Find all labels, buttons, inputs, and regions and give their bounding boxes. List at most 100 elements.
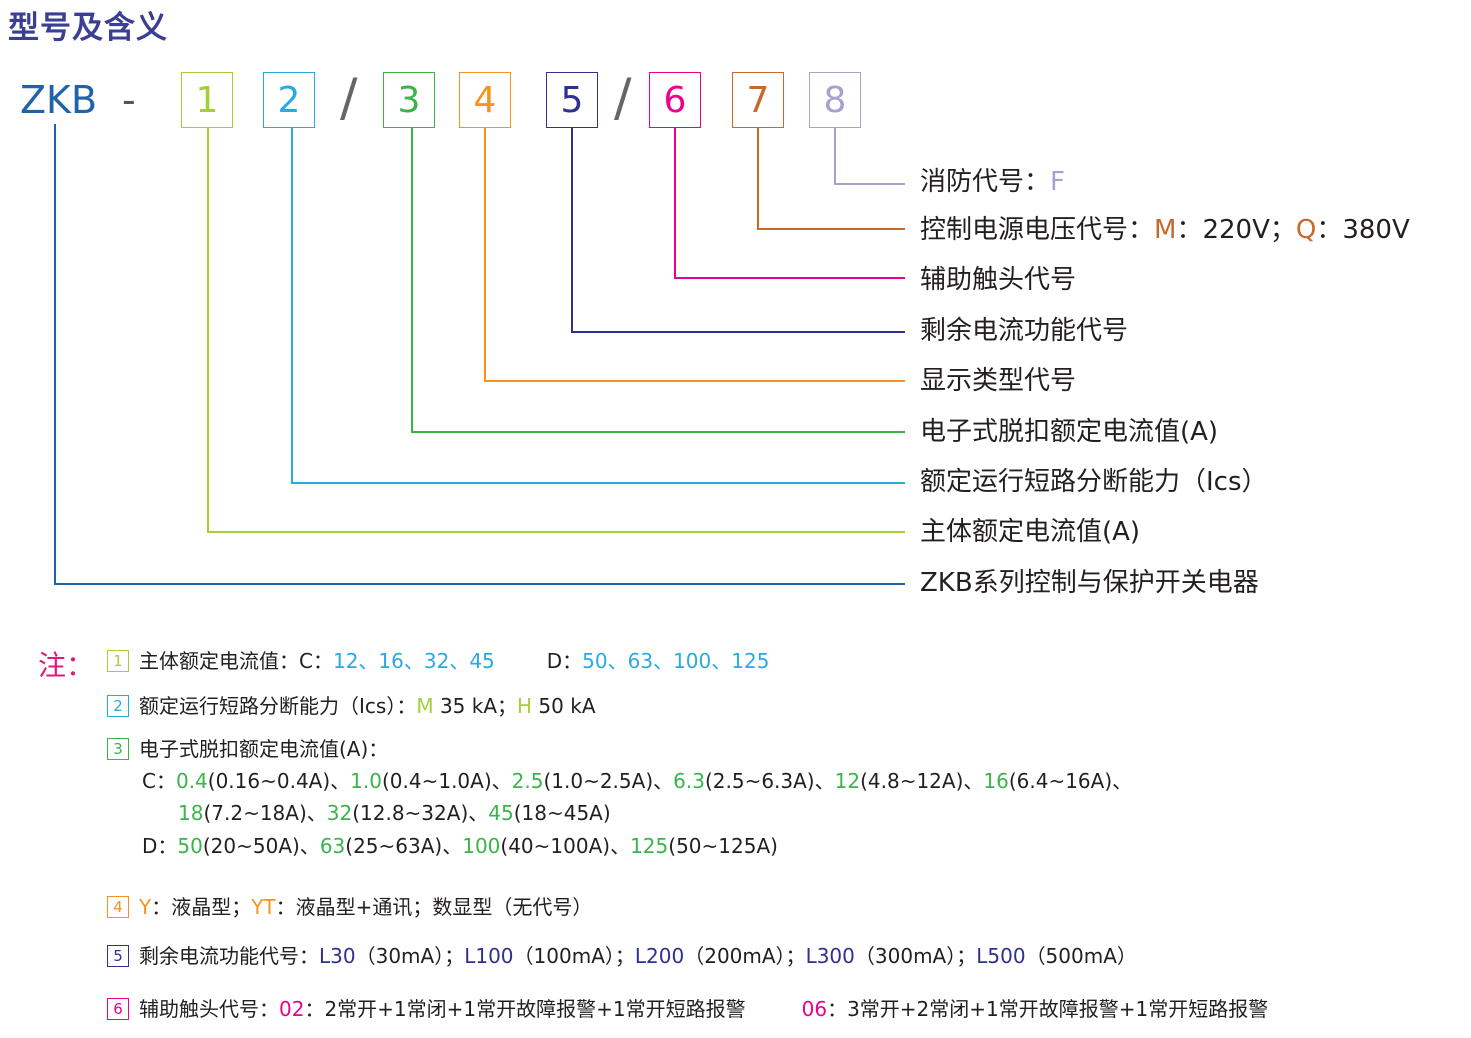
note-3-d-value: 50 (177, 834, 203, 858)
desc-7-text-q: ：380V (1316, 215, 1410, 245)
note-3-c-range: (18~45A) (513, 801, 611, 825)
desc-1: 主体额定电流值(A) (920, 517, 1141, 547)
note-5-value: （500mA） (1025, 944, 1137, 968)
desc-8-code: F (1050, 167, 1065, 197)
note-6-text-02: ：2常开+1常闭+1常开故障报警+1常开短路报警 (304, 997, 746, 1021)
note-5-value: （200mA）； (684, 944, 806, 968)
model-prefix: ZKB (20, 78, 98, 122)
note-3-d-range: (50~125A) (668, 834, 778, 858)
code-box-1: 1 (181, 72, 233, 128)
note-5-value: （30mA）； (355, 944, 465, 968)
connector-5 (571, 128, 905, 333)
note-1-c-values: 12、16、32、45 (332, 649, 495, 673)
desc-7-code-q: Q (1295, 215, 1317, 245)
note-6-code-02: 02 (279, 997, 305, 1021)
page-title: 型号及含义 (8, 10, 168, 46)
note-3-c-label: C： (142, 769, 176, 793)
note-3-c-range: (0.4~1.0A)、 (381, 769, 512, 793)
code-box-number: 7 (746, 79, 770, 121)
note-1-badge: 1 (107, 650, 129, 672)
connector-lines (54, 124, 905, 585)
note-3-d-value: 125 (630, 834, 669, 858)
model-separator-2: / (614, 68, 632, 128)
code-box-8: 8 (809, 72, 861, 128)
connector-6 (674, 128, 905, 279)
note-2-badge: 2 (107, 695, 129, 717)
code-box-number: 1 (195, 79, 219, 121)
note-5-code: L200 (634, 944, 685, 968)
note-3-c-value: 1.0 (350, 769, 382, 793)
note-4-code-yt: YT (251, 895, 276, 919)
desc-5: 剩余电流功能代号 (920, 316, 1129, 346)
note-3-c-range: (0.16~0.4A)、 (207, 769, 351, 793)
note-3-c-range: (12.8~32A)、 (352, 801, 489, 825)
note-3-d-line: D：50(20~50A)、63(25~63A)、100(40~100A)、125… (142, 833, 778, 859)
note-5-code: L30 (319, 944, 356, 968)
note-3-d-value: 63 (319, 834, 346, 858)
note-2-code-h: H (517, 694, 533, 718)
note-3-d-label: D： (142, 834, 178, 858)
desc-8-label: 消防代号： (920, 167, 1051, 197)
note-5-value: （300mA）； (854, 944, 977, 968)
note-3-d-value: 100 (462, 834, 501, 858)
note-3-c-range: (4.8~12A)、 (860, 769, 984, 793)
note-3-d-range: (20~50A)、 (202, 834, 320, 858)
note-4-code-y: Y (139, 895, 152, 919)
note-3-text: 电子式脱扣额定电流值(A)： (139, 737, 389, 761)
note-4-text-y: ：液晶型； (151, 895, 252, 919)
note-3-c-value: 16 (983, 769, 1009, 793)
note-2-value-m: 35 kA； (433, 694, 518, 718)
note-1-d-values: 50、63、100、125 (582, 649, 770, 673)
note-5-code: L500 (976, 944, 1026, 968)
note-3-c-value: 2.5 (511, 769, 544, 793)
model-separator-1: / (340, 68, 358, 128)
note-6-code-06: 06 (801, 997, 828, 1021)
note-1-text: 主体额定电流值：C： (139, 649, 333, 673)
note-3-c-line-1: C：0.4(0.16~0.4A)、1.0(0.4~1.0A)、2.5(1.0~2… (142, 768, 1132, 794)
note-5-code: L300 (805, 944, 855, 968)
code-box-4: 4 (459, 72, 511, 128)
note-1: 1 主体额定电流值：C：12、16、32、45 D：50、63、100、125 (107, 648, 769, 674)
desc-7: 控制电源电压代号：M：220V；Q：380V (920, 214, 1410, 246)
note-3-d-range: (40~100A)、 (500, 834, 631, 858)
desc-7-text-m: ：220V； (1176, 215, 1296, 245)
code-box-5: 5 (546, 72, 598, 128)
desc-7-label: 控制电源电压代号： (920, 215, 1155, 245)
connector-8 (834, 128, 905, 185)
code-box-7: 7 (732, 72, 784, 128)
connector-prefix (54, 124, 905, 585)
note-3-c-range: (1.0~2.5A)、 (543, 769, 674, 793)
note-3-c-value: 0.4 (175, 769, 208, 793)
connector-4 (484, 128, 905, 382)
connector-7 (757, 128, 905, 230)
code-box-2: 2 (263, 72, 315, 128)
code-box-number: 8 (823, 79, 847, 121)
note-3-c-line-2: 18(7.2~18A)、32(12.8~32A)、45(18~45A) (178, 800, 611, 826)
note-3-c-range: (2.5~6.3A)、 (704, 769, 835, 793)
code-box-number: 5 (560, 79, 584, 121)
note-2-code-m: M (416, 694, 434, 718)
note-1-d-label: D： (546, 649, 583, 673)
code-box-3: 3 (383, 72, 435, 128)
desc-6: 辅助触头代号 (920, 265, 1077, 295)
note-5-code: L100 (464, 944, 514, 968)
notes-label: 注： (38, 649, 95, 682)
connector-2 (291, 128, 905, 484)
desc-8: 消防代号：F (920, 166, 1065, 198)
code-box-number: 6 (663, 79, 687, 121)
note-3-d-range: (25~63A)、 (345, 834, 463, 858)
note-5-text: 剩余电流功能代号： (139, 944, 319, 968)
code-box-number: 3 (397, 79, 421, 121)
desc-0: ZKB系列控制与保护开关电器 (920, 568, 1259, 598)
note-3-c-value: 18 (178, 801, 204, 825)
note-3-c-range: (7.2~18A)、 (203, 801, 327, 825)
code-box-number: 4 (473, 79, 497, 121)
note-4-text-yt: ：液晶型+通讯；数显型（无代号） (275, 895, 593, 919)
connector-1 (207, 128, 905, 533)
note-3-c-value: 12 (834, 769, 861, 793)
